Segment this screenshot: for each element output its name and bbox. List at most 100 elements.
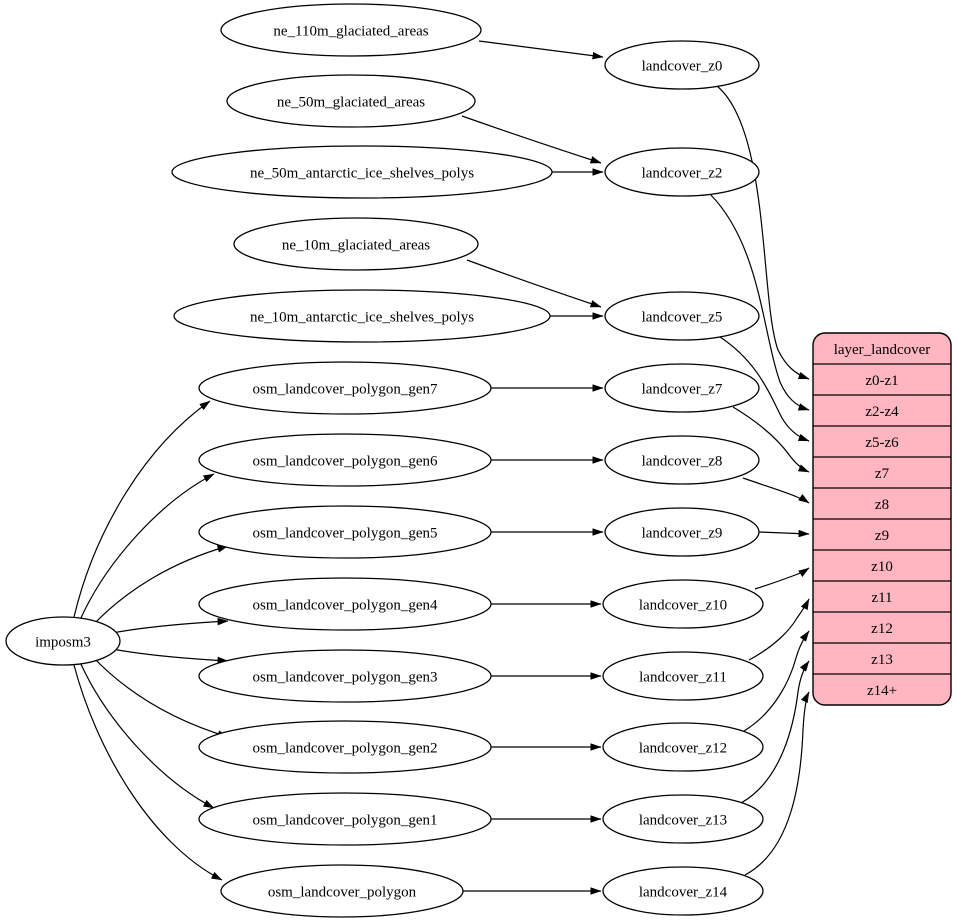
edge-landcover_z12-to-layer_landcover-z12 bbox=[743, 630, 810, 732]
node-ellipse-landcover_z13 bbox=[602, 794, 764, 844]
record-row-z12: z12 bbox=[871, 621, 893, 637]
node-ellipse-landcover_z0 bbox=[604, 40, 760, 90]
edge-landcover_z0-to-layer_landcover-z0-z1 bbox=[716, 85, 810, 380]
node-landcover_z11: landcover_z11 bbox=[602, 651, 764, 701]
node-label-landcover_z8: landcover_z8 bbox=[642, 453, 723, 469]
node-osm_landcover_polygon_gen5: osm_landcover_polygon_gen5 bbox=[198, 505, 492, 559]
edges-layer bbox=[73, 40, 810, 895]
node-osm_landcover_polygon: osm_landcover_polygon bbox=[220, 864, 464, 918]
node-ellipse-imposm3 bbox=[5, 616, 121, 666]
node-label-osm_landcover_polygon_gen7: osm_landcover_polygon_gen7 bbox=[253, 381, 438, 397]
node-label-landcover_z13: landcover_z13 bbox=[639, 812, 727, 828]
record-row-z0-z1: z0-z1 bbox=[865, 373, 898, 389]
node-label-osm_landcover_polygon_gen1: osm_landcover_polygon_gen1 bbox=[253, 812, 438, 828]
node-osm_landcover_polygon_gen6: osm_landcover_polygon_gen6 bbox=[198, 433, 492, 487]
edge-landcover_z9-to-layer_landcover-z9 bbox=[758, 529, 810, 538]
node-landcover_z14: landcover_z14 bbox=[602, 866, 764, 916]
edge-landcover_z8-to-layer_landcover-z8 bbox=[742, 477, 810, 504]
node-imposm3: imposm3 bbox=[5, 616, 121, 666]
edge-imposm3-to-osm_landcover_polygon bbox=[73, 664, 223, 881]
edge-imposm3-to-osm_landcover_polygon_gen2 bbox=[91, 655, 229, 738]
node-ellipse-landcover_z7 bbox=[604, 363, 760, 413]
record-row-z7: z7 bbox=[875, 466, 890, 482]
node-label-ne_50m_glaciated_areas: ne_50m_glaciated_areas bbox=[277, 94, 425, 110]
edge-landcover_z10-to-layer_landcover-z10 bbox=[754, 567, 810, 590]
edge-imposm3-to-osm_landcover_polygon_gen7 bbox=[73, 400, 211, 618]
node-label-ne_50m_antarctic_ice_shelves_polys: ne_50m_antarctic_ice_shelves_polys bbox=[250, 165, 474, 181]
node-ellipse-landcover_z5 bbox=[604, 291, 760, 341]
node-label-osm_landcover_polygon_gen4: osm_landcover_polygon_gen4 bbox=[253, 597, 438, 613]
node-ellipse-osm_landcover_polygon_gen5 bbox=[198, 505, 492, 559]
node-label-ne_10m_glaciated_areas: ne_10m_glaciated_areas bbox=[282, 237, 430, 253]
record-row-z8: z8 bbox=[875, 497, 889, 513]
node-label-osm_landcover_polygon_gen3: osm_landcover_polygon_gen3 bbox=[253, 669, 438, 685]
edge-ne_10m_glaciated_areas-to-landcover_z5 bbox=[466, 259, 602, 308]
node-label-landcover_z10: landcover_z10 bbox=[639, 597, 727, 613]
node-label-ne_10m_antarctic_ice_shelves_polys: ne_10m_antarctic_ice_shelves_polys bbox=[250, 309, 474, 325]
node-ellipse-landcover_z2 bbox=[604, 147, 760, 197]
node-ne_110m_glaciated_areas: ne_110m_glaciated_areas bbox=[220, 3, 482, 57]
node-osm_landcover_polygon_gen1: osm_landcover_polygon_gen1 bbox=[198, 792, 492, 846]
edge-imposm3-to-osm_landcover_polygon_gen3 bbox=[111, 648, 229, 665]
node-ellipse-ne_50m_glaciated_areas bbox=[226, 74, 476, 128]
edge-landcover_z14-to-layer_landcover-z14- bbox=[744, 691, 810, 876]
record-row-z11: z11 bbox=[871, 590, 892, 606]
node-ellipse-landcover_z8 bbox=[604, 435, 760, 485]
node-osm_landcover_polygon_gen4: osm_landcover_polygon_gen4 bbox=[198, 577, 492, 631]
edge-landcover_z5-to-layer_landcover-z5-z6 bbox=[719, 336, 810, 442]
node-landcover_z13: landcover_z13 bbox=[602, 794, 764, 844]
nodes-layer: imposm3 ne_110m_glaciated_areas ne_50m_gla… bbox=[5, 3, 952, 918]
node-label-landcover_z12: landcover_z12 bbox=[639, 740, 727, 756]
node-ellipse-ne_50m_antarctic_ice_shelves_polys bbox=[171, 145, 553, 199]
node-landcover_z12: landcover_z12 bbox=[602, 722, 764, 772]
node-osm_landcover_polygon_gen3: osm_landcover_polygon_gen3 bbox=[198, 649, 492, 703]
edge-landcover_z2-to-layer_landcover-z2-z4 bbox=[709, 193, 810, 411]
node-ne_10m_glaciated_areas: ne_10m_glaciated_areas bbox=[233, 217, 479, 271]
record-row-z5-z6: z5-z6 bbox=[865, 435, 899, 451]
node-label-landcover_z2: landcover_z2 bbox=[642, 165, 723, 181]
node-ellipse-osm_landcover_polygon_gen3 bbox=[198, 649, 492, 703]
node-osm_landcover_polygon_gen7: osm_landcover_polygon_gen7 bbox=[198, 361, 492, 415]
node-ellipse-landcover_z11 bbox=[602, 651, 764, 701]
node-ellipse-ne_10m_antarctic_ice_shelves_polys bbox=[173, 289, 551, 343]
node-osm_landcover_polygon_gen2: osm_landcover_polygon_gen2 bbox=[198, 720, 492, 774]
node-label-landcover_z14: landcover_z14 bbox=[639, 884, 728, 900]
node-ellipse-landcover_z14 bbox=[602, 866, 764, 916]
node-landcover_z8: landcover_z8 bbox=[604, 435, 760, 485]
node-label-landcover_z11: landcover_z11 bbox=[639, 669, 727, 685]
node-ellipse-osm_landcover_polygon bbox=[220, 864, 464, 918]
record-row-z14-: z14+ bbox=[867, 683, 897, 699]
node-label-osm_landcover_polygon_gen5: osm_landcover_polygon_gen5 bbox=[253, 525, 438, 541]
edge-landcover_z11-to-layer_landcover-z11 bbox=[748, 598, 810, 661]
node-label-ne_110m_glaciated_areas: ne_110m_glaciated_areas bbox=[273, 23, 428, 39]
node-landcover_z9: landcover_z9 bbox=[604, 507, 760, 557]
node-ne_50m_antarctic_ice_shelves_polys: ne_50m_antarctic_ice_shelves_polys bbox=[171, 145, 553, 199]
node-label-osm_landcover_polygon_gen2: osm_landcover_polygon_gen2 bbox=[253, 740, 438, 756]
node-ellipse-ne_110m_glaciated_areas bbox=[220, 3, 482, 57]
node-landcover_z5: landcover_z5 bbox=[604, 291, 760, 341]
edge-landcover_z13-to-layer_landcover-z13 bbox=[740, 660, 810, 804]
node-landcover_z10: landcover_z10 bbox=[602, 579, 764, 629]
edge-landcover_z7-to-layer_landcover-z7 bbox=[732, 406, 810, 473]
node-ellipse-osm_landcover_polygon_gen7 bbox=[198, 361, 492, 415]
record-row-z13: z13 bbox=[871, 652, 893, 668]
node-ellipse-landcover_z10 bbox=[602, 579, 764, 629]
node-ellipse-landcover_z9 bbox=[604, 507, 760, 557]
edge-imposm3-to-osm_landcover_polygon_gen4 bbox=[111, 617, 229, 634]
node-label-imposm3: imposm3 bbox=[35, 634, 91, 650]
edge-imposm3-to-osm_landcover_polygon_gen6 bbox=[79, 473, 215, 621]
edge-ne_110m_glaciated_areas-to-landcover_z0 bbox=[478, 40, 604, 60]
record-row-z10: z10 bbox=[871, 559, 893, 575]
node-ellipse-osm_landcover_polygon_gen6 bbox=[198, 433, 492, 487]
node-landcover_z7: landcover_z7 bbox=[604, 363, 760, 413]
record-title: layer_landcover bbox=[834, 342, 931, 358]
node-ne_10m_antarctic_ice_shelves_polys: ne_10m_antarctic_ice_shelves_polys bbox=[173, 289, 551, 343]
node-label-landcover_z5: landcover_z5 bbox=[642, 309, 723, 325]
node-landcover_z2: landcover_z2 bbox=[604, 147, 760, 197]
edge-imposm3-to-osm_landcover_polygon_gen1 bbox=[79, 661, 215, 809]
node-label-landcover_z9: landcover_z9 bbox=[642, 525, 723, 541]
record-row-z9: z9 bbox=[875, 528, 889, 544]
record-row-z2-z4: z2-z4 bbox=[865, 404, 899, 420]
